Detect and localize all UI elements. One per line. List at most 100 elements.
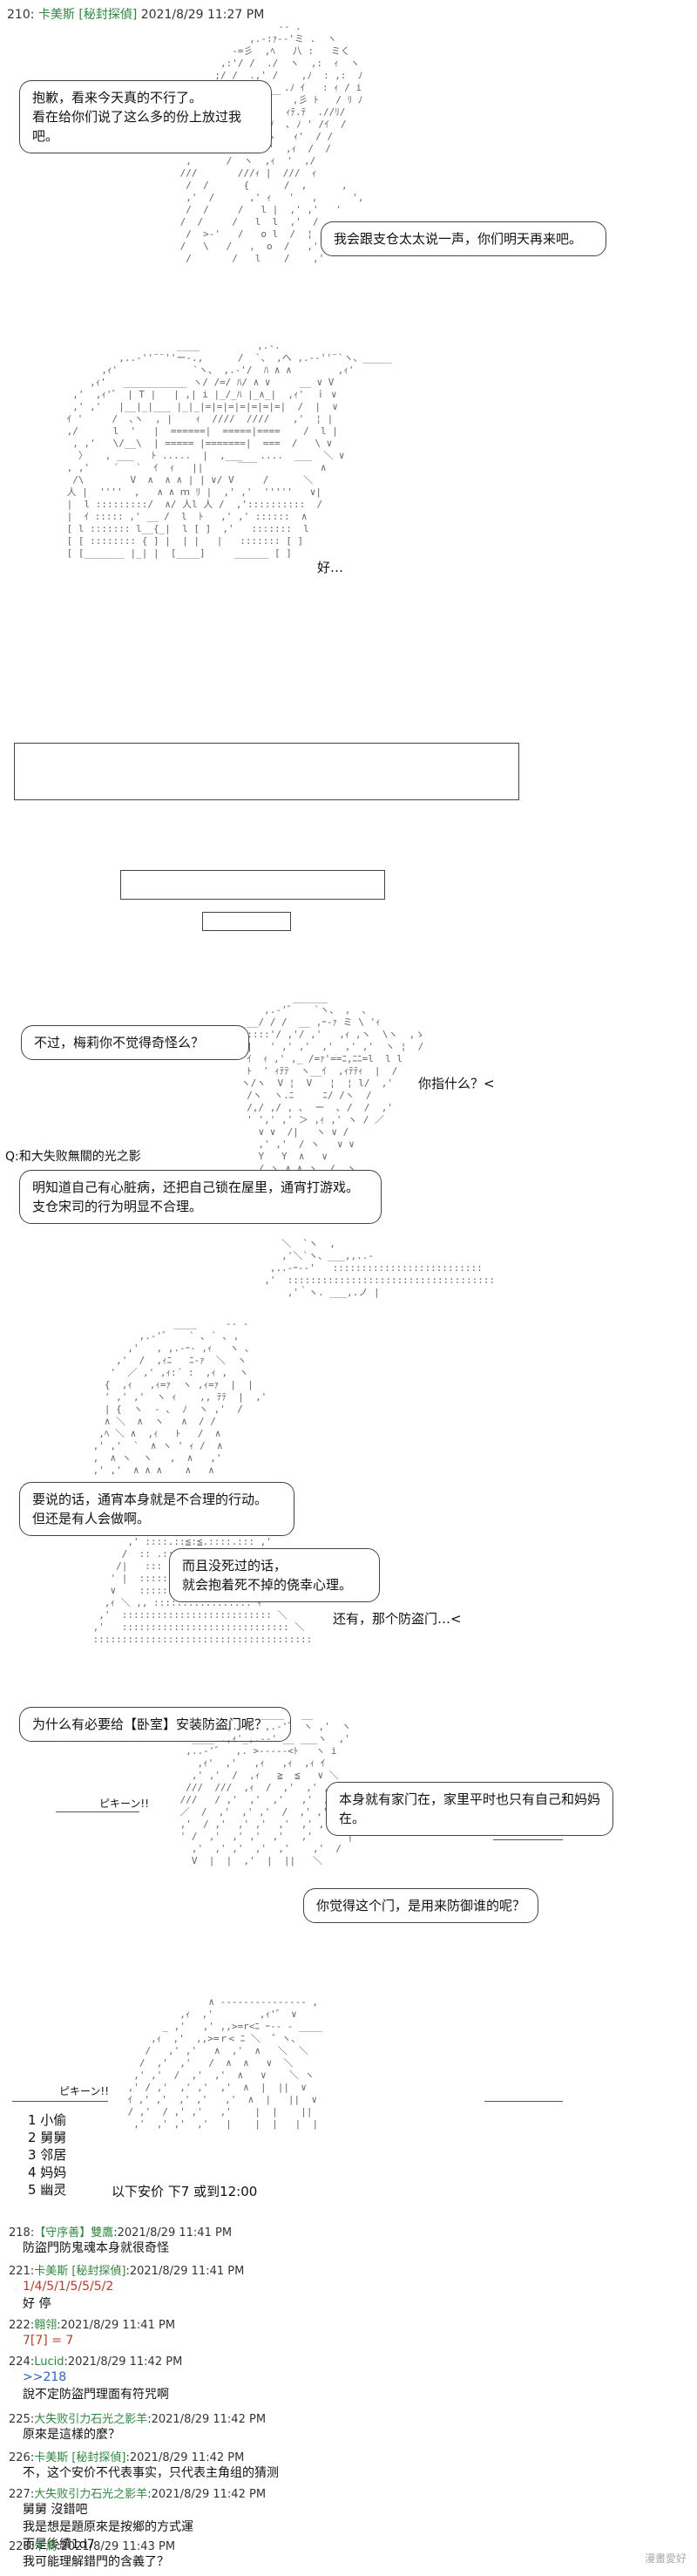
bubble-line: 抱歉，看来今天真的不行了。 [32,90,203,105]
reply-date: :2021/8/29 11:42 PM [147,2413,267,2426]
reply-body: 防盜門防鬼魂本身就很奇怪 [23,2241,169,2255]
sfx-pikin-2: ピキーン!! [59,2085,110,2097]
speech-bubble-heart-disease: 明知道自己有心脏病，还把自己锁在屋里，通宵打游戏。 支仓宋司的行为明显不合理。 [19,1170,382,1224]
reply-header: 226:卡美斯 [秘封探偵]:2021/8/29 11:42 PM [9,2448,279,2464]
reply-body: 1/4/5/1/5/5/5/2 [23,2280,114,2294]
reply-post: 221:卡美斯 [秘封探偵]:2021/8/29 11:41 PM 1/4/5/… [9,2261,244,2313]
reply-number: 226: [9,2451,35,2464]
speech-bubble-defend-who: 你觉得这个门，是用来防御谁的呢？ [303,1888,538,1923]
bubble-line: 为什么有必要给【卧室】安装防盗门呢？ [32,1716,268,1732]
reply-body: 我是想是題原來是按鄉的方式運 [23,2520,193,2534]
reply-body: 說不定防盜門理面有符咒啊 [23,2388,169,2402]
vote-option-4: 4 妈妈 [28,2165,67,2180]
reply-date: :2021/8/29 11:41 PM [113,2226,233,2240]
bubble-line: 支仓宋司的行为明显不合理。 [32,1199,203,1214]
reply-post: 227:大失败引力石光之影羊:2021/8/29 11:42 PM 舅舅 沒錯吧… [9,2484,266,2553]
vote-option-2: 2 舅舅 [28,2130,67,2145]
ok-text: 好… [317,560,344,575]
reply-post: 224:Lucid:2021/8/29 11:42 PM >>218 說不定防盜… [9,2355,182,2403]
reply-author[interactable]: 卡美斯 [秘封探偵] [34,2265,126,2278]
reply-header: 224:Lucid:2021/8/29 11:42 PM [9,2355,182,2369]
bubble-line: 而且没死过的话， [182,1558,288,1573]
narration-box-small [202,912,291,931]
post-author[interactable]: 卡美斯 [秘封探偵] [37,8,138,22]
reply-author[interactable]: 卡美斯 [秘封探偵] [34,2451,126,2464]
text-security-door: 还有，那个防盗门…< [333,1611,462,1627]
reply-body: 不，这个安价不代表事实，只代表主角组的猜测 [23,2466,279,2480]
reply-header: 222:翱翎:2021/8/29 11:41 PM [9,2315,175,2332]
reply-author[interactable]: Lucid [34,2355,64,2369]
speech-bubble-why-door: 为什么有必要给【卧室】安装防盗门呢？ [19,1707,291,1742]
reply-header: 225:大失败引力石光之影羊:2021/8/29 11:42 PM [9,2409,266,2426]
speech-bubble-come-tomorrow: 我会跟支仓太太说一声，你们明天再来吧。 [321,221,606,256]
bubble-line: 本身就有家门在，家里平时也只有自己和妈妈在。 [339,1791,601,1826]
reply-post: 226:卡美斯 [秘封探偵]:2021/8/29 11:42 PM 不，这个安价… [9,2448,279,2482]
reply-number: 224: [9,2355,35,2369]
ascii-art-character-3: ____ -- - ,.-'゛ ` ､ ` ､ , ,' , ,.-ｰ- ,ｨ … [92,1318,267,1476]
reply-number: 221: [9,2265,35,2278]
reply-date: :2021/8/29 11:42 PM [125,2451,245,2464]
vote-options: 1 小偷 2 舅舅 3 邻居 4 妈妈 5 幽灵 [28,2111,66,2199]
reply-author[interactable]: 翱翎 [34,2319,58,2332]
reply-date: :2021/8/29 11:41 PM [57,2319,176,2332]
ascii-art-character-2: ______ ,.-'゛ `ヽ、 , ､ __/ / / __ ,ｰ-ｧ ミ \… [240,992,425,1186]
narration-box-medium [120,870,385,900]
reply-post: 222:翱翎:2021/8/29 11:41 PM 7[7] = 7 [9,2315,175,2349]
vote-option-1: 1 小偷 [28,2112,67,2128]
post-number: 210: [7,8,35,22]
speech-bubble-all-nighter: 要说的话，通宵本身就是不合理的行动。 但还是有人会做啊。 [19,1482,294,1536]
sfx-pikin: ピキーン!! [99,1798,150,1810]
bubble-line: 要说的话，通宵本身就是不合理的行动。 [32,1492,268,1507]
post-date: 2021/8/29 11:27 PM [140,8,265,22]
bubble-line: 就会抱着死不掉的侥幸心理。 [182,1577,353,1593]
reply-quote-link[interactable]: >>218 [23,2370,67,2384]
question-label: Q:和大失败無關的光之影 [5,1150,141,1164]
reply-post: 225:大失败引力石光之影羊:2021/8/29 11:42 PM 原來是這樣的… [9,2409,266,2443]
reply-date: :2021/8/29 11:43 PM [57,2540,176,2553]
reply-author[interactable]: 大失败引力石光之影羊 [34,2413,148,2426]
reply-author[interactable]: 千鳥 [34,2540,58,2553]
speech-bubble-lucky: 而且没死过的话， 就会抱着死不掉的侥幸心理。 [169,1548,380,1602]
bubble-line: 我会跟支仓太太说一声，你们明天再来吧。 [334,231,583,247]
narration-box-large [14,743,519,800]
reply-body: 7[7] = 7 [23,2334,74,2348]
ascii-art-floor: ＼ `ヽ , ,'＼`ヽ、___,,..- ,..-ｰ-‐' :::::::::… [264,1238,496,1298]
vote-option-3: 3 邻居 [28,2147,67,2163]
ascii-art-character-5: ∧ ‐-------------- , ,ｨ ,' ,ｨ'゛ ∨ _ ,' ,'… [127,1996,322,2130]
post-header: 210: 卡美斯 [秘封探偵] 2021/8/29 11:27 PM [7,5,264,23]
bubble-line: 不过，梅莉你不觉得奇怪么？ [34,1035,205,1050]
reply-date: :2021/8/29 11:42 PM [64,2355,183,2369]
divider-line [484,2101,563,2102]
divider-line [12,2101,108,2102]
reply-number: 218: [9,2226,35,2240]
reply-header: 228:千鳥:2021/8/29 11:43 PM [9,2537,175,2553]
reply-body: 好 停 [23,2297,51,2311]
vote-option-5: 5 幽灵 [28,2182,67,2198]
divider-line [56,1811,139,1812]
reply-post: 218:【守序善】雙鷹:2021/8/29 11:41 PM 防盜門防鬼魂本身就… [9,2223,232,2257]
speech-bubble-home-door: 本身就有家门在，家里平时也只有自己和妈妈在。 [326,1782,613,1836]
reply-header: 221:卡美斯 [秘封探偵]:2021/8/29 11:41 PM [9,2261,244,2278]
reply-number: 227: [9,2488,35,2501]
reply-number: 228: [9,2540,35,2553]
speech-bubble-apology: 抱歉，看来今天真的不行了。 看在给你们说了这么多的份上放过我吧。 [19,80,272,153]
vote-note: 以下安价 下7 或到12:00 [112,2184,258,2199]
bubble-line: 明知道自己有心脏病，还把自己锁在屋里，通宵打游戏。 [32,1179,360,1195]
site-watermark: 漫畫愛好 [644,2552,687,2565]
bubble-line: 但还是有人会做啊。 [32,1511,151,1526]
reply-header: 227:大失败引力石光之影羊:2021/8/29 11:42 PM [9,2484,266,2501]
reply-body: 而是後續1d7 [23,2538,95,2552]
reply-number: 222: [9,2319,35,2332]
divider-line [493,1839,563,1840]
reply-author[interactable]: 大失败引力石光之影羊 [34,2488,148,2501]
reply-post: 228:千鳥:2021/8/29 11:43 PM 我可能理解錯門的含義了？ [9,2537,175,2571]
reply-date: :2021/8/29 11:41 PM [125,2265,245,2278]
reply-author[interactable]: 【守序善】雙鷹 [34,2226,114,2240]
bubble-line: 看在给你们说了这么多的份上放过我吧。 [32,109,242,144]
speech-bubble-strange: 不过，梅莉你不觉得奇怪么？ [21,1025,249,1060]
reply-number: 225: [9,2413,35,2426]
ascii-art-two-characters: ____ ,.-. ,..-''¨¨''ー-., / `、 ,へ ,.-‐''¨… [66,340,392,559]
reply-body: 舅舅 沒錯吧 [23,2503,88,2517]
reply-what-do-you-mean: 你指什么？< [418,1076,495,1091]
reply-body: 原來是這樣的麼？ [23,2428,120,2442]
